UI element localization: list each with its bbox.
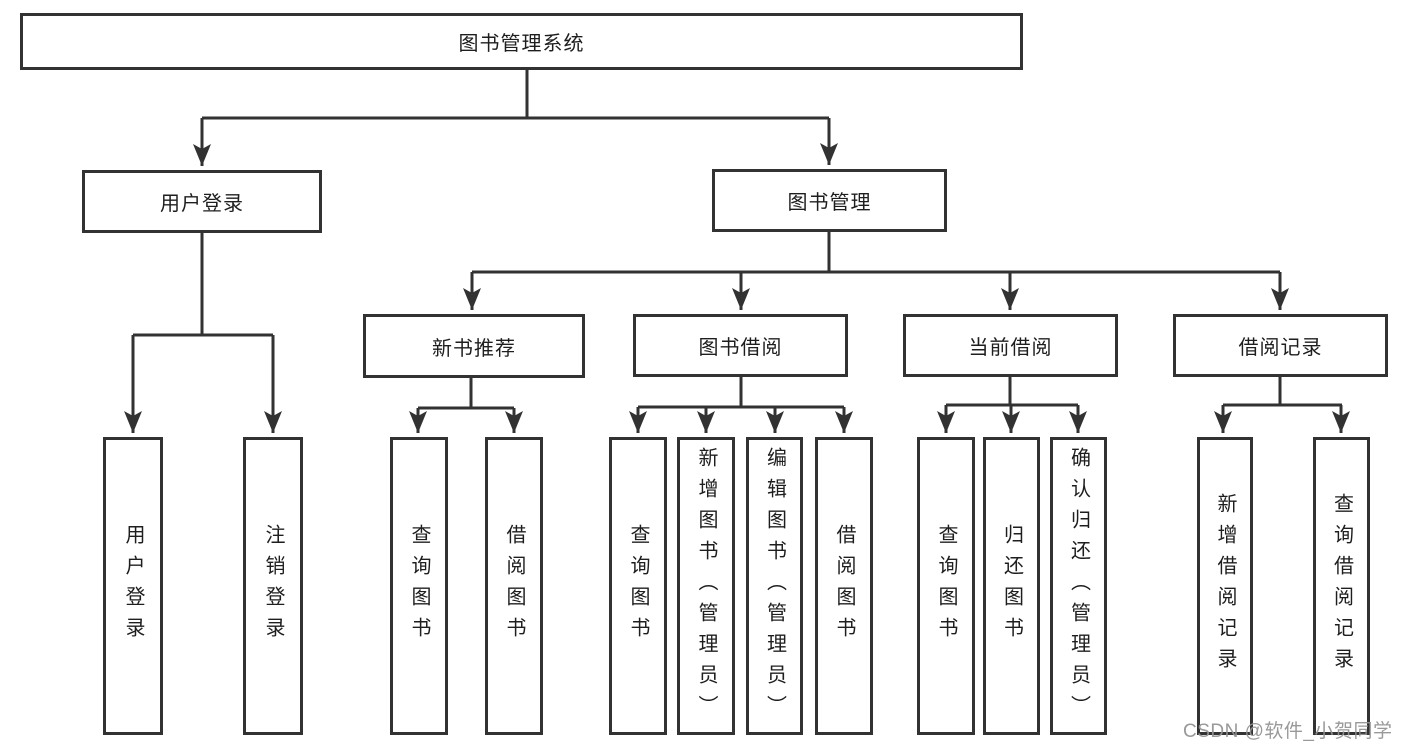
leaf-add-borrow-record: 新增借阅记录: [1197, 437, 1253, 735]
leaf-return-books: 归还图书: [983, 437, 1040, 735]
node-label: 查询借阅记录: [1330, 493, 1353, 679]
node-new-book-recommend: 新书推荐: [363, 314, 585, 378]
node-label: 编辑图书（管理员）: [763, 446, 786, 726]
leaf-user-login: 用户登录: [103, 437, 163, 735]
csdn-watermark: CSDN @软件_小贺同学: [1183, 721, 1393, 742]
node-label: 当前借阅: [968, 337, 1053, 359]
node-current-borrowing: 当前借阅: [903, 314, 1118, 377]
leaf-query-books-borrowing: 查询图书: [609, 437, 667, 735]
node-label: 用户登录: [160, 193, 244, 215]
node-label: 新增图书（管理员）: [695, 446, 717, 726]
node-label: 注销登录: [262, 524, 284, 648]
node-label: 借阅图书: [503, 524, 525, 648]
leaf-borrow-books: 借阅图书: [815, 437, 873, 735]
node-label: 图书管理系统: [458, 33, 585, 55]
node-book-borrowing: 图书借阅: [633, 314, 848, 377]
node-label: 确认归还（管理员）: [1067, 446, 1090, 726]
leaf-add-books-admin: 新增图书（管理员）: [677, 437, 735, 735]
node-label: 用户登录: [122, 524, 144, 648]
leaf-confirm-return-admin: 确认归还（管理员）: [1050, 437, 1107, 735]
node-label: 图书借阅: [698, 337, 783, 359]
node-borrowing-records: 借阅记录: [1173, 314, 1388, 377]
node-label: 借阅记录: [1238, 337, 1323, 359]
node-label: 新书推荐: [432, 337, 516, 360]
leaf-query-books-current: 查询图书: [917, 437, 975, 735]
node-label: 归还图书: [1000, 524, 1023, 648]
node-label: 新增借阅记录: [1214, 493, 1236, 679]
node-label: 查询图书: [627, 524, 649, 648]
node-label: 查询图书: [408, 524, 430, 648]
leaf-logout: 注销登录: [243, 437, 303, 735]
leaf-edit-books-admin: 编辑图书（管理员）: [746, 437, 803, 735]
node-label: 借阅图书: [833, 524, 855, 648]
node-library-management-system: 图书管理系统: [20, 13, 1023, 70]
node-book-management: 图书管理: [712, 169, 947, 232]
node-label: 图书管理: [787, 192, 872, 214]
leaf-query-books-recommend: 查询图书: [390, 437, 448, 735]
node-label: 查询图书: [935, 524, 957, 648]
node-user-login: 用户登录: [82, 170, 322, 233]
leaf-query-borrow-record: 查询借阅记录: [1313, 437, 1370, 735]
leaf-borrow-books-recommend: 借阅图书: [485, 437, 543, 735]
